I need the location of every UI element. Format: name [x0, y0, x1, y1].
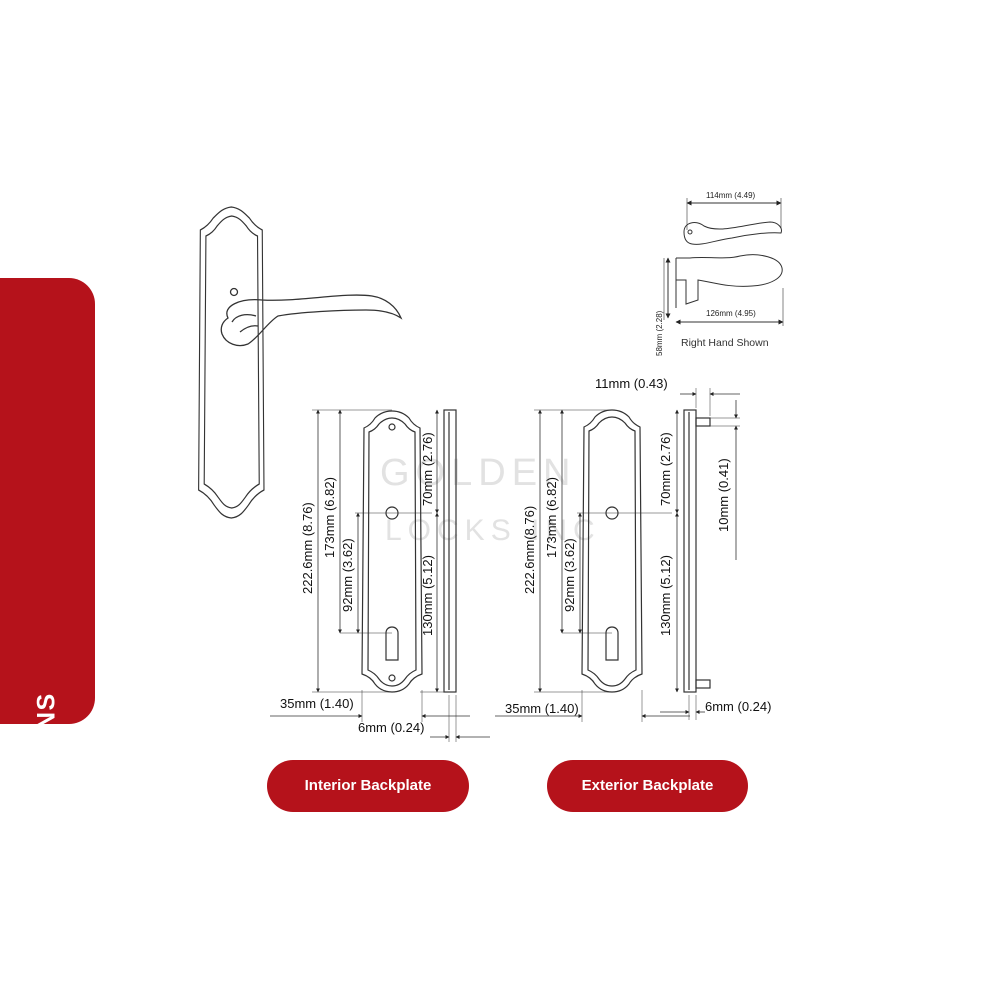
interior-upper-height: 173mm (6.82): [322, 477, 337, 558]
exterior-upper-height: 173mm (6.82): [544, 477, 559, 558]
lever-detail-drawing: [663, 198, 784, 326]
right-hand-note: Right Hand Shown: [681, 337, 769, 349]
interior-to-hole: 70mm (2.76): [420, 432, 435, 506]
exterior-spindle-length: 11mm (0.43): [595, 376, 668, 391]
handle-assembly-drawing: [198, 206, 403, 519]
exterior-overall-height: 222.6mm(8.76): [522, 506, 537, 594]
lever-bottom-width-label: 126mm (4.95): [706, 309, 756, 318]
lever-height-label: 58mm (2.28): [655, 310, 664, 356]
interior-dimension-lines: [270, 409, 490, 742]
exterior-spindle-height: 10mm (0.41): [716, 458, 731, 532]
exterior-width: 35mm (1.40): [505, 701, 579, 716]
exterior-lower-height: 130mm (5.12): [658, 555, 673, 636]
exterior-backplate-button[interactable]: Exterior Backplate: [547, 760, 748, 812]
interior-width: 35mm (1.40): [280, 696, 354, 711]
watermark-line-2: LOCKS INC: [385, 514, 601, 547]
interior-lower-height: 130mm (5.12): [420, 555, 435, 636]
exterior-center-distance: 92mm (3.62): [562, 538, 577, 612]
interior-overall-height: 222.6mm (8.76): [300, 502, 315, 594]
dimensions-side-tab: DIMENSIONS: [0, 278, 95, 866]
interior-backplate-button[interactable]: Interior Backplate: [267, 760, 469, 812]
watermark: GOLDEN LOCKS INC: [380, 452, 601, 547]
lever-top-width-label: 114mm (4.49): [706, 191, 756, 200]
exterior-depth: 6mm (0.24): [705, 699, 771, 714]
interior-center-distance: 92mm (3.62): [340, 538, 355, 612]
exterior-dimension-lines: [495, 388, 740, 722]
interior-depth: 6mm (0.24): [358, 720, 424, 735]
exterior-to-hole: 70mm (2.76): [658, 432, 673, 506]
exterior-backplate-drawing: [581, 409, 711, 693]
